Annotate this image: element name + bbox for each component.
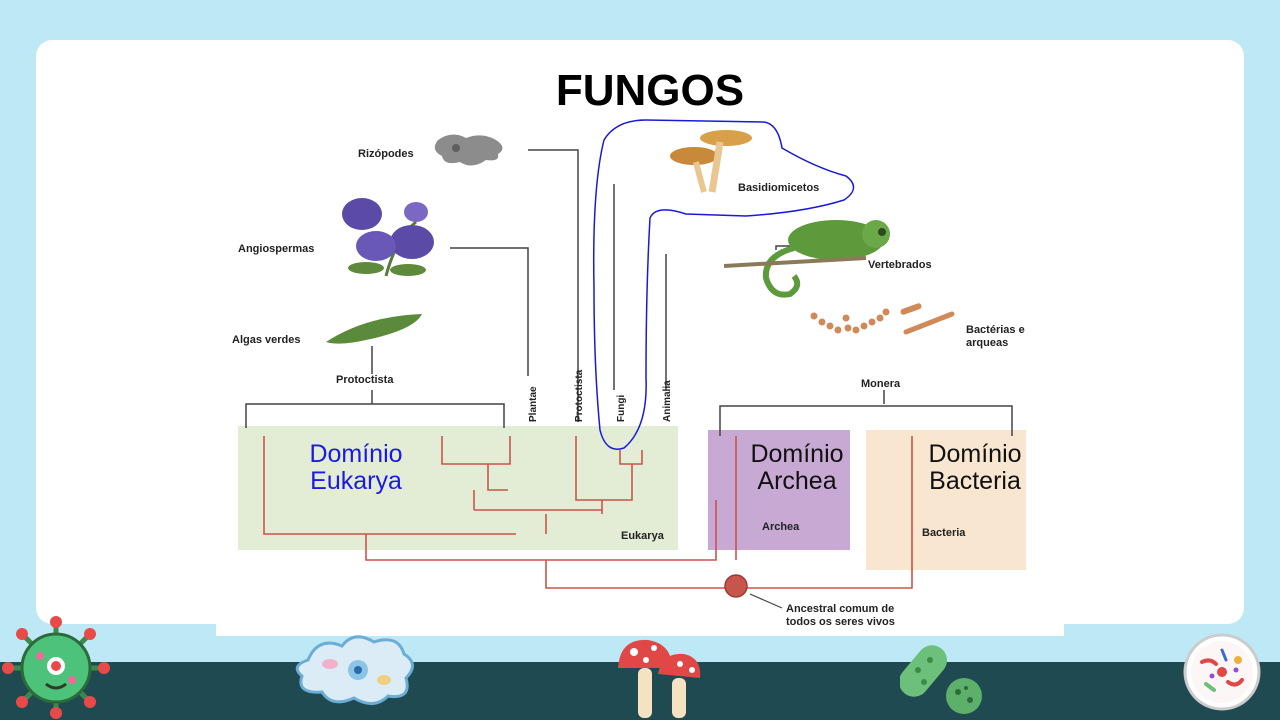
tree-diagram: Rizópodes Angiospermas Algas verdes Basi… (232, 119, 1026, 628)
label-root-line2: todos os seres vivos (786, 616, 895, 628)
green-algae-illustration (326, 314, 422, 344)
bacteria-box (866, 430, 1026, 570)
amoeba-illustration (434, 134, 503, 166)
label-animalia: Animalia (662, 380, 673, 422)
domain-bacteria-label: Domínio Bacteria (913, 441, 1037, 495)
bacteria-illustration (810, 303, 955, 335)
domain-archea-line1: Domínio (750, 440, 844, 468)
label-basidiomicetos: Basidiomicetos (738, 182, 819, 194)
domain-archea-line2: Archea (757, 467, 837, 495)
label-fungi: Fungi (616, 395, 627, 422)
label-protoctista: Protoctista (336, 374, 394, 386)
domain-bacteria-line1: Domínio (928, 440, 1022, 468)
label-protoctista-vertical: Protoctista (574, 369, 585, 422)
petri-dish-icon (1183, 633, 1261, 711)
label-rizopodes: Rizópodes (358, 148, 414, 160)
amoeba-icon (295, 635, 414, 705)
taxon-lines (245, 149, 1013, 436)
virus-icon (2, 616, 110, 719)
flower-illustration (342, 198, 434, 277)
mushroom-icon (618, 639, 701, 718)
label-bacteria-small: Bacteria (922, 527, 966, 539)
label-monera: Monera (861, 378, 901, 390)
archea-box (708, 430, 850, 550)
fungi-highlight-outline (592, 119, 855, 450)
mushroom-illustration (670, 130, 752, 193)
label-vertebrados: Vertebrados (868, 259, 932, 271)
label-angiospermas: Angiospermas (238, 243, 314, 255)
eukarya-box (238, 426, 678, 550)
label-bacterias-line1: Bactérias e (966, 324, 1025, 336)
label-bacterias-line2: arqueas (966, 337, 1008, 349)
label-algas-verdes: Algas verdes (232, 334, 300, 346)
domain-archea-label: Domínio Archea (737, 441, 857, 495)
slide-title: FUNGOS (555, 66, 745, 115)
label-root-line1: Ancestral comum de (786, 603, 894, 615)
label-archea-small: Archea (762, 521, 800, 533)
domain-eukarya-line1: Domínio (309, 440, 403, 468)
chameleon-illustration (723, 220, 890, 298)
label-plantae: Plantae (528, 386, 539, 422)
domain-eukarya-line2: Eukarya (310, 467, 402, 495)
label-eukarya-small: Eukarya (621, 530, 665, 542)
bacteria-icon (900, 645, 982, 714)
common-ancestor-node (724, 574, 748, 598)
domain-bacteria-line2: Bacteria (929, 467, 1021, 495)
phylogenetic-tree-figure: Rizópodes Angiospermas Algas verdes Basi… (216, 118, 1064, 636)
domain-eukarya-label: Domínio Eukarya (296, 441, 416, 495)
